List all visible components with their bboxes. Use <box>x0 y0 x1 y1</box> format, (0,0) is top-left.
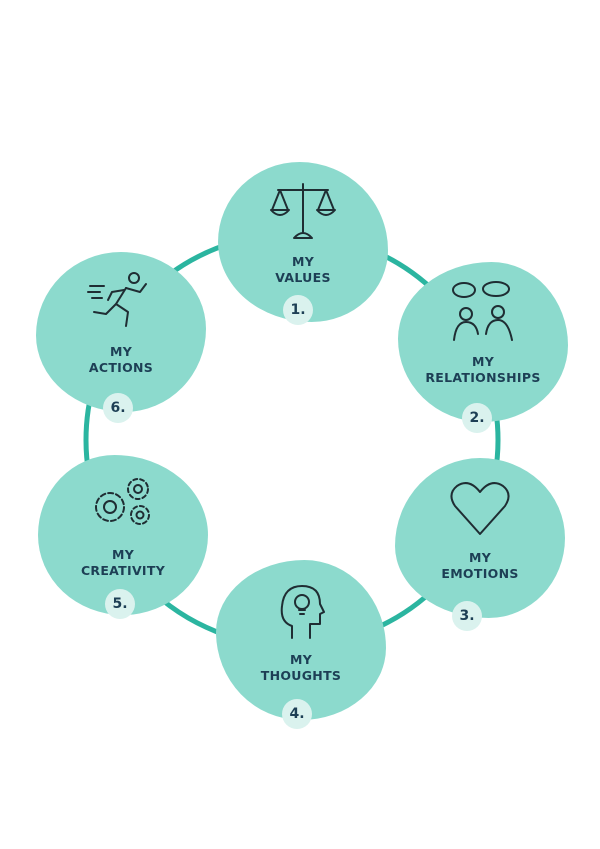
step-badge: 4. <box>282 699 312 729</box>
conversation-icon <box>452 281 513 341</box>
heart-icon <box>450 482 510 535</box>
step-badge: 2. <box>462 403 492 433</box>
scales-icon <box>270 183 336 239</box>
blob <box>36 252 206 412</box>
blob <box>395 458 565 618</box>
step-badge: 3. <box>452 601 482 631</box>
step-badge: 5. <box>105 589 135 619</box>
gears-icon <box>95 478 150 525</box>
running-person-icon <box>87 272 147 327</box>
step-badge: 1. <box>283 295 313 325</box>
head-lightbulb-icon <box>280 585 325 639</box>
step-badge: 6. <box>103 393 133 423</box>
blob <box>38 455 208 615</box>
